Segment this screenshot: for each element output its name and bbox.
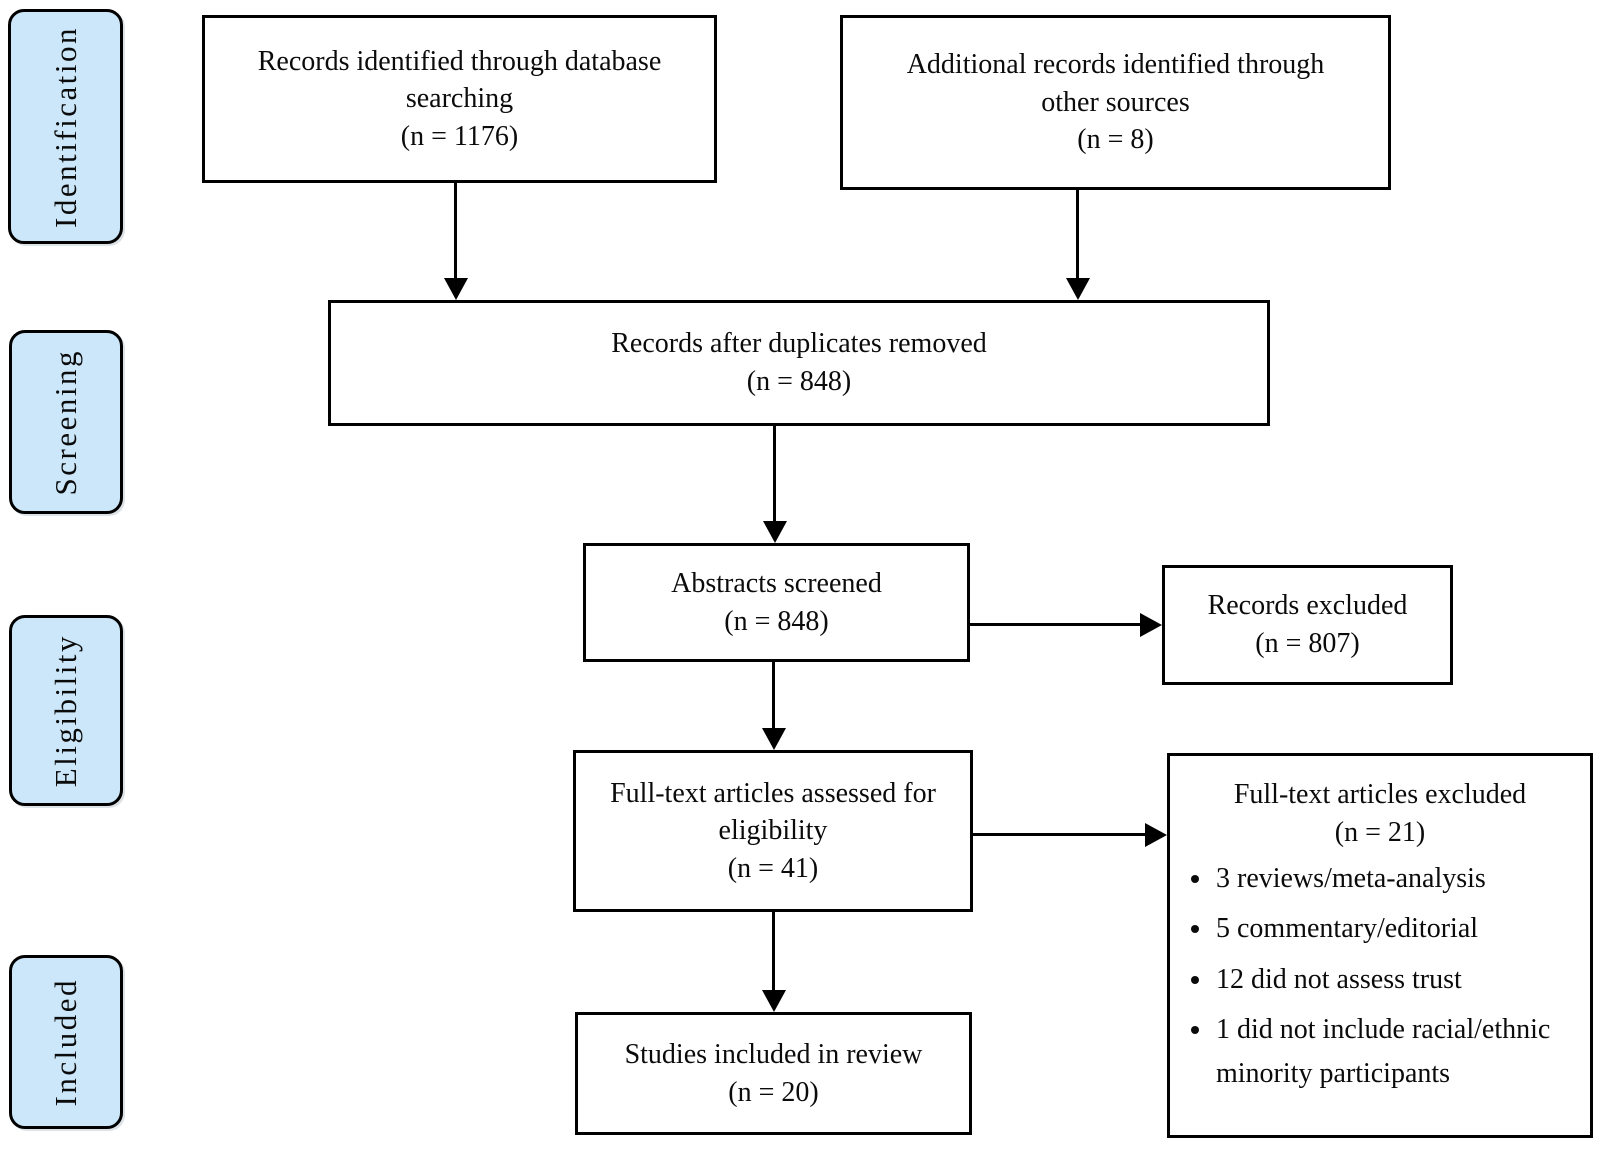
arrow-line: [973, 833, 1145, 836]
stage-identification: Identification: [8, 9, 123, 244]
arrowhead-right-icon: [1145, 823, 1167, 847]
box-count: (n = 8): [1077, 124, 1154, 156]
stage-label: Screening: [48, 348, 83, 496]
box-count: (n = 41): [727, 852, 819, 884]
box-text-line: Records identified through database: [257, 45, 662, 77]
box-text-line: Additional records identified through: [906, 49, 1325, 81]
box-count: (n = 807): [1255, 628, 1360, 659]
box-fulltext-assessed: Full-text articles assessed for eligibil…: [573, 750, 973, 912]
arrowhead-right-icon: [1140, 613, 1162, 637]
box-records-identified: Records identified through database sear…: [202, 15, 717, 183]
arrow-line: [970, 623, 1140, 626]
exclusion-reason-item: 5 commentary/editorial: [1214, 907, 1584, 950]
box-duplicates-removed: Records after duplicates removed (n = 84…: [328, 300, 1270, 426]
box-text-line: Studies included in review: [624, 1038, 923, 1070]
arrow-line: [1076, 190, 1079, 278]
box-text-line: other sources: [1041, 86, 1190, 118]
box-abstracts-screened: Abstracts screened (n = 848): [583, 543, 970, 662]
exclusion-reason-item: 1 did not include racial/ethnic minority…: [1214, 1008, 1584, 1095]
box-count: (n = 21): [1334, 816, 1426, 848]
arrowhead-down-icon: [444, 278, 468, 300]
box-records-excluded: Records excluded (n = 807): [1162, 565, 1453, 685]
box-count: (n = 848): [746, 366, 852, 397]
stage-screening: Screening: [9, 330, 123, 514]
arrowhead-down-icon: [762, 990, 786, 1012]
stage-label: Identification: [47, 25, 83, 228]
arrow-line: [454, 183, 457, 278]
box-text-line: Records excluded: [1207, 590, 1408, 622]
arrow-line: [772, 912, 775, 990]
box-text-line: Full-text articles assessed for: [610, 777, 936, 809]
box-count: (n = 20): [728, 1076, 819, 1108]
box-text-line: Records after duplicates removed: [611, 328, 987, 360]
exclusion-reason-item: 12 did not assess trust: [1214, 958, 1584, 1001]
box-additional-records: Additional records identified through ot…: [840, 15, 1391, 190]
arrow-line: [773, 426, 776, 521]
box-studies-included: Studies included in review (n = 20): [575, 1012, 972, 1135]
box-count: (n = 1176): [400, 120, 519, 152]
exclusion-reason-list: 3 reviews/meta-analysis 5 commentary/edi…: [1170, 857, 1590, 1102]
arrowhead-down-icon: [1066, 278, 1090, 300]
box-fulltext-excluded: Full-text articles excluded (n = 21) 3 r…: [1167, 753, 1593, 1138]
box-count: (n = 848): [724, 605, 829, 637]
stage-included: Included: [9, 955, 123, 1129]
box-text-line: Full-text articles excluded: [1233, 779, 1527, 810]
arrowhead-down-icon: [763, 521, 787, 543]
stage-label: Included: [48, 977, 83, 1107]
box-text-line: eligibility: [718, 815, 828, 847]
exclusion-reason-item: 3 reviews/meta-analysis: [1214, 857, 1584, 900]
box-text-line: Abstracts screened: [671, 567, 882, 599]
stage-label: Eligibility: [48, 633, 83, 788]
arrowhead-down-icon: [762, 728, 786, 750]
box-text-line: searching: [405, 83, 514, 115]
arrow-line: [772, 662, 775, 728]
stage-eligibility: Eligibility: [9, 615, 123, 806]
